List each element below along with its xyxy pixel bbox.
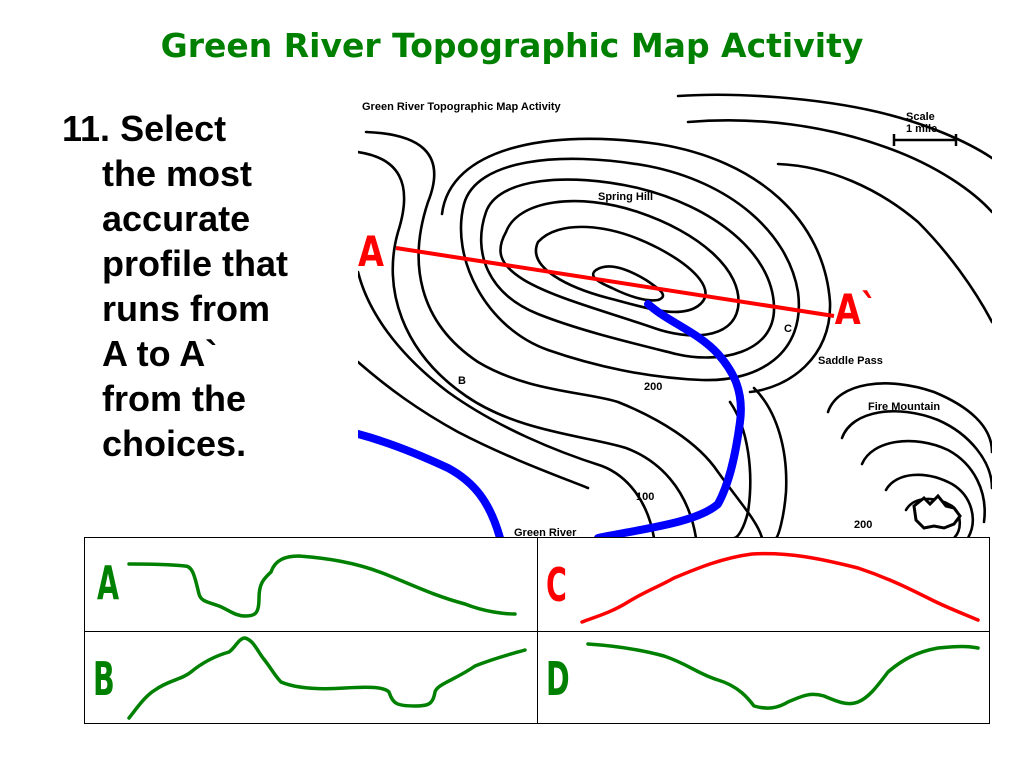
river-green <box>358 430 504 538</box>
choice-d-profile <box>586 642 980 710</box>
choice-d-letter: D <box>546 652 570 706</box>
contour-line <box>860 439 986 524</box>
label-spring-hill: Spring Hill <box>598 191 653 203</box>
contour-line <box>826 382 992 454</box>
question-line-3: accurate <box>102 198 251 239</box>
choice-c-profile <box>580 551 980 624</box>
label-saddle-pass: Saddle Pass <box>818 355 883 367</box>
label-contour-100: 100 <box>636 491 654 503</box>
choice-a[interactable]: A <box>84 537 538 632</box>
question-number: 11. <box>62 108 111 149</box>
scale-bar <box>892 134 958 146</box>
question-line-4: profile that <box>102 243 288 284</box>
scale-value: 1 mile <box>906 123 937 135</box>
label-fire-mountain: Fire Mountain <box>868 401 940 413</box>
contour-line <box>358 270 656 538</box>
choice-b-letter: B <box>93 652 115 706</box>
contour-line <box>686 118 992 214</box>
contour-line <box>499 199 740 337</box>
map-title: Green River Topographic Map Activity <box>362 101 562 113</box>
scale-label: Scale <box>906 111 935 123</box>
contour-line <box>591 265 665 302</box>
choice-b[interactable]: B <box>84 631 538 724</box>
choice-d[interactable]: D <box>537 631 990 724</box>
label-contour-200: 200 <box>644 381 662 393</box>
contour-line <box>752 386 788 538</box>
question-line-8: choices. <box>102 423 247 464</box>
cross-section-line <box>395 246 835 318</box>
question-line-2: the most <box>102 153 253 194</box>
question-line-6: A to A` <box>102 333 218 374</box>
contour-line <box>676 93 992 160</box>
profile-choices: A C B D <box>84 537 990 724</box>
contour-line <box>884 473 975 538</box>
choice-b-profile <box>127 636 527 720</box>
marker-a-prime: A` <box>835 285 878 334</box>
contour-line <box>479 178 776 359</box>
choice-a-profile <box>127 554 517 618</box>
question-line-5: runs from <box>102 288 271 329</box>
choice-c-letter: C <box>546 558 567 612</box>
choice-c[interactable]: C <box>537 537 990 632</box>
contour-line <box>534 225 707 314</box>
choice-a-letter: A <box>97 556 120 610</box>
river-main <box>594 300 745 538</box>
label-green-river: Green River <box>514 527 577 538</box>
contour-line <box>364 130 764 538</box>
label-point-c: C <box>784 323 792 335</box>
question-line-7: from the <box>102 378 246 419</box>
contour-line <box>459 157 801 382</box>
label-contour-200-right: 200 <box>854 519 872 531</box>
contour-line <box>440 137 832 394</box>
page-title: Green River Topographic Map Activity <box>160 26 864 65</box>
marker-a: A <box>358 227 385 276</box>
question-line-1: 11. Select <box>62 108 227 149</box>
summit-shape <box>912 493 962 530</box>
contour-line <box>776 162 992 324</box>
contour-line <box>840 409 992 490</box>
contour-line <box>358 150 698 538</box>
contour-line <box>358 360 590 490</box>
topographic-map: Green River Topographic Map Activity Sca… <box>358 93 992 538</box>
question-text: 11. Select the most accurate profile tha… <box>62 106 342 466</box>
label-point-b: B <box>458 375 466 387</box>
